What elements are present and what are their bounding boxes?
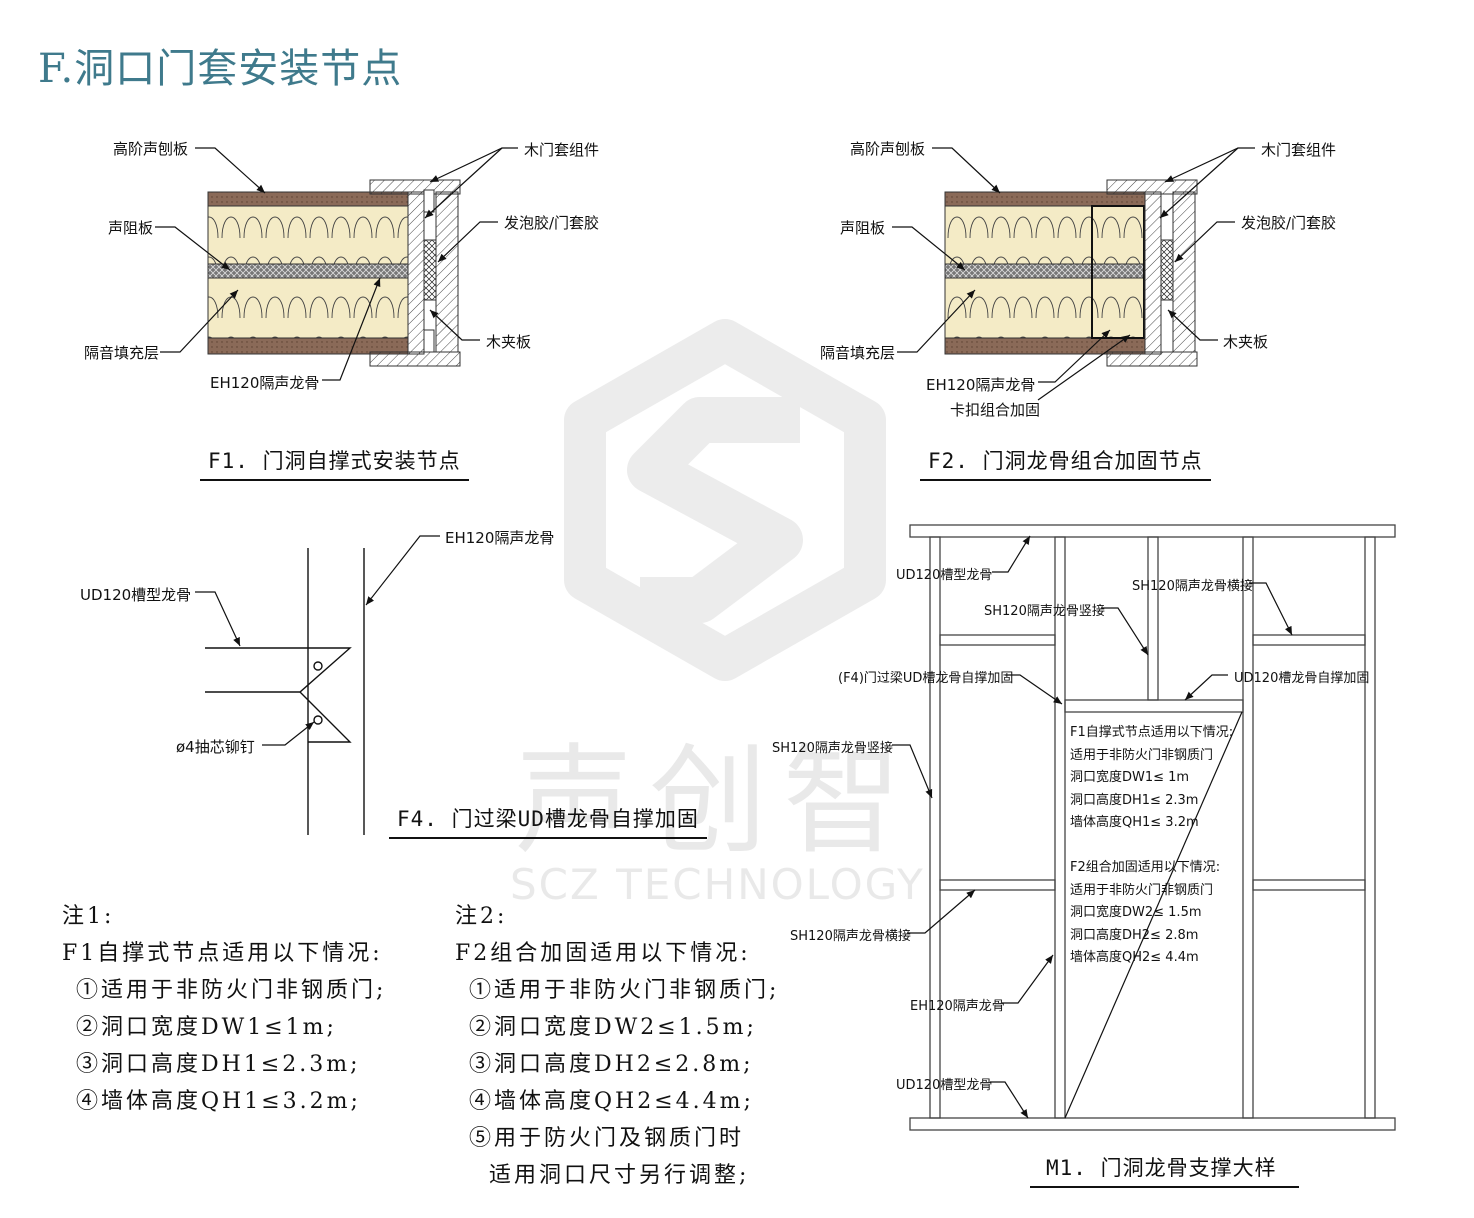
- f1-label-bottom-right: 木夹板: [486, 333, 532, 351]
- m1-caption: M1. 门洞龙骨支撑大样: [1030, 1152, 1299, 1188]
- f4-caption: F4. 门过梁UD槽龙骨自撑加固: [389, 803, 707, 839]
- m1-box-line: 洞口高度DH2≤ 2.8m: [1070, 927, 1199, 943]
- f1-label-mid-right: 发泡胶/门套胶: [504, 214, 600, 232]
- note1-line: ②洞口宽度DW1≤1m;: [76, 1015, 337, 1040]
- f1-label-bottom: EH120隔声龙骨: [210, 374, 320, 392]
- m1-box-line: 墙体高度QH1≤ 3.2m: [1070, 815, 1199, 830]
- note2-line: ②洞口宽度DW2≤1.5m;: [469, 1015, 757, 1040]
- note1: 注1: F1自撑式节点适用以下情况: ①适用于非防火门非钢质门; ②洞口宽度DW…: [62, 898, 386, 1120]
- note2-line: ⑤用于防火门及钢质门时: [469, 1126, 745, 1151]
- f1-caption: F1. 门洞自撑式安装节点: [200, 445, 469, 481]
- f2-label-mid-left: 声阻板: [840, 219, 886, 237]
- note2-line: F2组合加固适用以下情况:: [455, 941, 751, 966]
- f2-section: [944, 179, 1198, 367]
- f2-label-bottom: EH120隔声龙骨: [926, 376, 1036, 394]
- m1-label-sh-vert-left: SH120隔声龙骨竖接: [772, 741, 893, 756]
- f1-label-top-left: 高阶声刨板: [113, 140, 189, 158]
- m1-label-ud-bottom: UD120槽型龙骨: [896, 1078, 993, 1093]
- f1-label-top-right: 木门套组件: [524, 141, 600, 159]
- m1-label-sh-horiz-left: SH120隔声龙骨横接: [790, 929, 911, 944]
- note1-line: ④墙体高度QH1≤3.2m;: [76, 1089, 361, 1114]
- f2-caption: F2. 门洞龙骨组合加固节点: [920, 445, 1211, 481]
- f2-label-bottom-right: 木夹板: [1223, 333, 1269, 351]
- m1-box-line: 适用于非防火门非钢质门: [1070, 882, 1214, 898]
- m1-box-line: F2组合加固适用以下情况:: [1070, 860, 1221, 875]
- f2-label-top-left: 高阶声刨板: [850, 140, 926, 158]
- page-title: F.洞口门套安装节点: [38, 46, 403, 92]
- m1-label-ud-top: UD120槽型龙骨: [896, 568, 993, 583]
- watermark-brand: 声创智: [515, 732, 918, 870]
- m1-label-sh-horiz-right: SH120隔声龙骨横接: [1132, 579, 1253, 594]
- note2-line: ①适用于非防火门非钢质门;: [469, 978, 780, 1003]
- note1-title: 注1:: [62, 904, 115, 929]
- m1-box-line: 适用于非防火门非钢质门: [1070, 747, 1214, 763]
- note1-line: ①适用于非防火门非钢质门;: [76, 978, 387, 1003]
- m1-label-sh-vert-joint: SH120隔声龙骨竖接: [984, 604, 1105, 619]
- m1-box-line: F1自撑式节点适用以下情况:: [1070, 725, 1234, 740]
- note2-line: 适用洞口尺寸另行调整;: [469, 1163, 750, 1188]
- note2-line: ③洞口高度DH2≤2.8m;: [469, 1052, 754, 1077]
- f4-label-rivet: ø4抽芯铆钉: [176, 738, 255, 756]
- f2-label-mid-right: 发泡胶/门套胶: [1241, 214, 1337, 232]
- m1-label-f4-ref: (F4)门过梁UD槽龙骨自撑加固: [838, 671, 1014, 686]
- note1-line: F1自撑式节点适用以下情况:: [62, 941, 383, 966]
- f1-label-mid-left: 声阻板: [108, 219, 154, 237]
- f1-leaders: [155, 147, 518, 381]
- note2-title: 注2:: [455, 904, 508, 929]
- m1-box-line: 洞口高度DH1≤ 2.3m: [1070, 792, 1199, 808]
- m1-label-eh: EH120隔声龙骨: [910, 999, 1005, 1014]
- m1-label-ud-self: UD120槽龙骨自撑加固: [1234, 671, 1370, 686]
- note1-line: ③洞口高度DH1≤2.3m;: [76, 1052, 361, 1077]
- f4-label-eh: EH120隔声龙骨: [445, 529, 555, 547]
- m1-box-line: [1070, 835, 1233, 858]
- f4-label-ud: UD120槽型龙骨: [80, 586, 192, 604]
- m1-box-line: 洞口宽度DW1≤ 1m: [1070, 770, 1190, 785]
- f1-section: [207, 179, 461, 367]
- f4-leaders: [195, 535, 440, 746]
- f2-label-top-right: 木门套组件: [1261, 141, 1337, 159]
- f2-leaders: [892, 147, 1255, 401]
- note2-line: ④墙体高度QH2≤4.4m;: [469, 1089, 754, 1114]
- watermark-sub: SCZ TECHNOLOGY: [510, 860, 925, 909]
- m1-box-line: 墙体高度QH2≤ 4.4m: [1070, 950, 1199, 965]
- f1-label-bottom-left: 隔音填充层: [84, 344, 160, 362]
- m1-box-line: 洞口宽度DW2≤ 1.5m: [1070, 905, 1202, 920]
- m1-frame: [909, 524, 1396, 1131]
- f4-section: [205, 548, 365, 835]
- note2: 注2: F2组合加固适用以下情况: ①适用于非防火门非钢质门; ②洞口宽度DW2…: [455, 898, 779, 1194]
- m1-spec-box: F1自撑式节点适用以下情况: 适用于非防火门非钢质门 洞口宽度DW1≤ 1m 洞…: [1070, 722, 1233, 970]
- m1-leaders: [892, 535, 1293, 1119]
- f2-label-bottom2: 卡扣组合加固: [950, 401, 1041, 419]
- f2-label-bottom-left: 隔音填充层: [820, 344, 896, 362]
